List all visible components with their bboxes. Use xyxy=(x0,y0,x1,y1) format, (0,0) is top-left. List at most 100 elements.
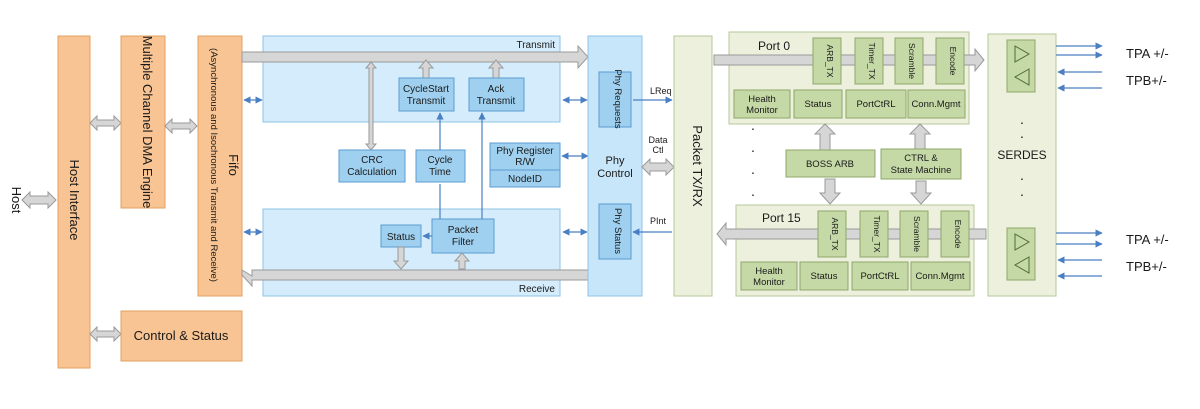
port0-scramble: Scramble xyxy=(894,37,924,85)
port15-label: Port 15 xyxy=(762,211,801,225)
ports-ellipsis-4: . xyxy=(751,183,755,199)
port15-timer-tx: Timer_TX xyxy=(859,210,889,258)
cycle-time-label-2: Time xyxy=(429,167,451,178)
serdes-ellipsis-2: . xyxy=(1020,125,1024,141)
port0-arb-tx: ARB_TX xyxy=(812,37,842,85)
ctrl-state-label-1: CTRL & xyxy=(904,153,938,164)
phy-control-label-2: Control xyxy=(597,168,632,180)
host-bus-arrow xyxy=(21,190,57,210)
host-label: Host xyxy=(9,187,24,214)
port15-status-label: Status xyxy=(811,271,838,282)
host-interface-block: Host Interface xyxy=(57,35,91,369)
control-bus-arrow xyxy=(89,325,122,343)
port0-timer-tx: Timer_TX xyxy=(854,37,884,85)
receive-region xyxy=(262,208,561,297)
port0-status: Status xyxy=(793,89,843,119)
port0-connmgmt: Conn.Mgmt xyxy=(907,89,966,119)
data-ctl-label-2: Ctl xyxy=(653,145,664,155)
dma-engine-label: Multiple Channel DMA Engine xyxy=(140,36,155,209)
ack-up-arrow xyxy=(487,59,505,79)
dma-engine-block: Multiple Channel DMA Engine xyxy=(120,35,166,209)
receive-path-arrow xyxy=(241,269,589,288)
ack-label-1: Ack xyxy=(488,84,506,95)
fifo-block: Fifo (Asynchronous and Isochronous Trans… xyxy=(197,35,243,297)
ctrl-sm-up-arrow xyxy=(908,123,932,151)
tpb-bottom-label: TPB+/- xyxy=(1126,259,1167,274)
serdes-ellipsis-4: . xyxy=(1020,183,1024,199)
pint-label: PInt xyxy=(650,216,667,226)
phy-register-label-1: Phy Register xyxy=(496,146,554,157)
port15-portctrl: PortCtRL xyxy=(851,261,909,291)
port15-encode-label: Encode xyxy=(953,220,963,249)
receive-label: Receive xyxy=(519,284,556,295)
fifo-subtitle: (Asynchronous and Isochronous Transmit a… xyxy=(208,48,219,282)
crc-label-1: CRC xyxy=(361,155,383,166)
ports-ellipsis-2: . xyxy=(751,139,755,155)
transmit-path-arrow xyxy=(241,44,589,70)
port15-arb-tx-label: ARB_TX xyxy=(830,217,840,250)
port15-portctrl-label: PortCtRL xyxy=(860,271,899,282)
boss-arb-label: BOSS ARB xyxy=(806,159,854,170)
tpb-top-label: TPB+/- xyxy=(1126,73,1167,88)
ports-ellipsis-3: . xyxy=(751,161,755,177)
port0-encode: Encode xyxy=(935,37,965,85)
rx-status-label: Status xyxy=(387,232,415,243)
ctrl-sm-down-arrow xyxy=(909,180,933,205)
cyclestart-up-arrow xyxy=(417,59,435,79)
port15-health-label-1: Health xyxy=(755,266,782,277)
port0-label: Port 0 xyxy=(758,39,790,53)
packet-filter-up-arrow xyxy=(453,252,471,270)
packet-txrx-block xyxy=(673,35,713,297)
data-ctl-label-1: Data xyxy=(648,135,667,145)
phy-status-label: Phy Status xyxy=(612,208,623,254)
port0-portctrl-label: PortCtRL xyxy=(856,99,895,110)
port0-connmgmt-label: Conn.Mgmt xyxy=(911,99,960,110)
fifo-label: Fifo xyxy=(226,154,241,176)
port15-connmgmt-label: Conn.Mgmt xyxy=(915,271,964,282)
phy-control-label-1: Phy xyxy=(606,155,625,167)
port15-timer-tx-label: Timer_TX xyxy=(872,216,882,253)
port0-status-label: Status xyxy=(805,99,832,110)
cycle-time-label-1: Cycle xyxy=(427,155,452,166)
cycle-time-block: Cycle Time xyxy=(415,149,466,183)
serdes-driver-bottom-icon xyxy=(1006,227,1036,281)
phy-requests-block: Phy Requests xyxy=(598,69,632,129)
packet-txrx-label: Packet TX/RX xyxy=(690,125,705,207)
cyclestart-label-1: CycleStart xyxy=(403,84,449,95)
nodeid-label: NodeID xyxy=(508,174,542,185)
boss-arb-down-arrow xyxy=(818,178,842,205)
ports-ellipsis-1: . xyxy=(751,117,755,133)
crc-calculation-block: CRC Calculation xyxy=(338,149,406,183)
boss-arb-block: BOSS ARB xyxy=(785,149,876,178)
port0-scramble-label: Scramble xyxy=(907,43,917,79)
rx-status-down-arrow xyxy=(392,246,410,270)
data-ctl-arrow xyxy=(641,157,675,177)
port0-portctrl: PortCtRL xyxy=(845,89,907,119)
packet-filter-block: Packet Filter xyxy=(431,218,495,254)
port15-connmgmt: Conn.Mgmt xyxy=(910,261,971,291)
serdes-driver-top-icon xyxy=(1006,39,1036,93)
port15-health-label-2: Monitor xyxy=(753,277,785,288)
port0-path-arrow xyxy=(713,47,985,73)
phy-requests-label: Phy Requests xyxy=(612,69,623,128)
tpa-bottom-label: TPA +/- xyxy=(1126,232,1169,247)
phy-register-label-2: R/W xyxy=(515,157,535,168)
control-status-label: Control & Status xyxy=(134,328,229,343)
port0-health-label-2: Monitor xyxy=(746,105,778,116)
cyclestart-transmit-block: CycleStart Transmit xyxy=(398,77,455,112)
ack-label-2: Transmit xyxy=(477,96,516,107)
phy-status-block: Phy Status xyxy=(598,203,632,260)
phy-register-block: Phy Register R/W NodeID xyxy=(489,142,561,188)
serdes-label: SERDES xyxy=(997,148,1046,162)
fifo-bus-arrow xyxy=(164,117,198,135)
packet-filter-label-1: Packet xyxy=(448,225,479,236)
port15-status: Status xyxy=(799,261,849,291)
port0-timer-tx-label: Timer_TX xyxy=(867,43,877,80)
port15-scramble: Scramble xyxy=(899,210,929,258)
port0-health-label-1: Health xyxy=(748,94,775,105)
serdes-ellipsis-1: . xyxy=(1020,111,1024,127)
packet-filter-label-2: Filter xyxy=(452,237,475,248)
ctrl-state-machine-block: CTRL & State Machine xyxy=(880,148,962,180)
cyclestart-label-2: Transmit xyxy=(407,96,446,107)
